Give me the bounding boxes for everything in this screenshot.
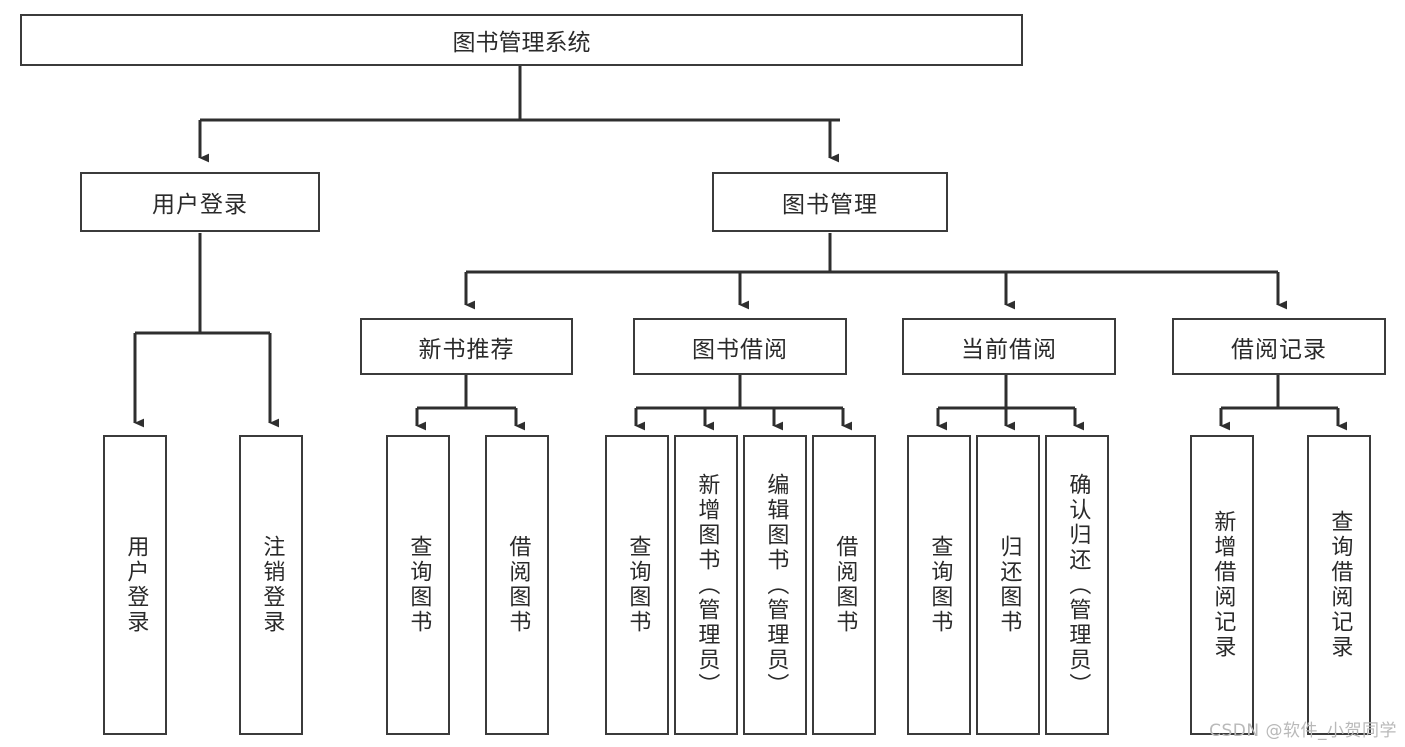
leaf-label: 查询图书 [927,535,953,635]
node-book-borrow[interactable]: 图书借阅 [633,318,847,375]
leaf-currentborrow-query-book[interactable]: 查询图书 [907,435,971,735]
leaf-label: 新增图书（管理员） [694,472,720,698]
leaf-label: 用户登录 [123,535,149,635]
leaf-newbook-borrow-book[interactable]: 借阅图书 [485,435,549,735]
leaf-label: 新增借阅记录 [1210,510,1236,660]
leaf-borrowrecord-add-record[interactable]: 新增借阅记录 [1190,435,1254,735]
node-new-book-recommend[interactable]: 新书推荐 [360,318,573,375]
leaf-bookborrow-add-book-admin[interactable]: 新增图书（管理员） [674,435,738,735]
leaf-label: 查询图书 [406,535,432,635]
leaf-bookborrow-borrow-book[interactable]: 借阅图书 [812,435,876,735]
leaf-newbook-query-book[interactable]: 查询图书 [386,435,450,735]
leaf-label: 注销登录 [259,535,285,635]
leaf-label: 编辑图书（管理员） [763,472,789,698]
leaf-user-login-login[interactable]: 用户登录 [103,435,167,735]
leaf-label: 查询图书 [625,535,651,635]
leaf-currentborrow-confirm-return-admin[interactable]: 确认归还（管理员） [1045,435,1109,735]
node-root-system[interactable]: 图书管理系统 [20,14,1023,66]
leaf-bookborrow-query-book[interactable]: 查询图书 [605,435,669,735]
node-borrow-record[interactable]: 借阅记录 [1172,318,1386,375]
leaf-currentborrow-return-book[interactable]: 归还图书 [976,435,1040,735]
leaf-label: 借阅图书 [505,535,531,635]
node-user-login[interactable]: 用户登录 [80,172,320,232]
leaf-label: 查询借阅记录 [1327,510,1353,660]
node-current-borrow[interactable]: 当前借阅 [902,318,1116,375]
leaf-borrowrecord-query-record[interactable]: 查询借阅记录 [1307,435,1371,735]
leaf-bookborrow-edit-book-admin[interactable]: 编辑图书（管理员） [743,435,807,735]
leaf-label: 借阅图书 [832,535,858,635]
leaf-label: 确认归还（管理员） [1065,472,1091,698]
leaf-user-login-logout[interactable]: 注销登录 [239,435,303,735]
node-book-management[interactable]: 图书管理 [712,172,948,232]
leaf-label: 归还图书 [996,535,1022,635]
